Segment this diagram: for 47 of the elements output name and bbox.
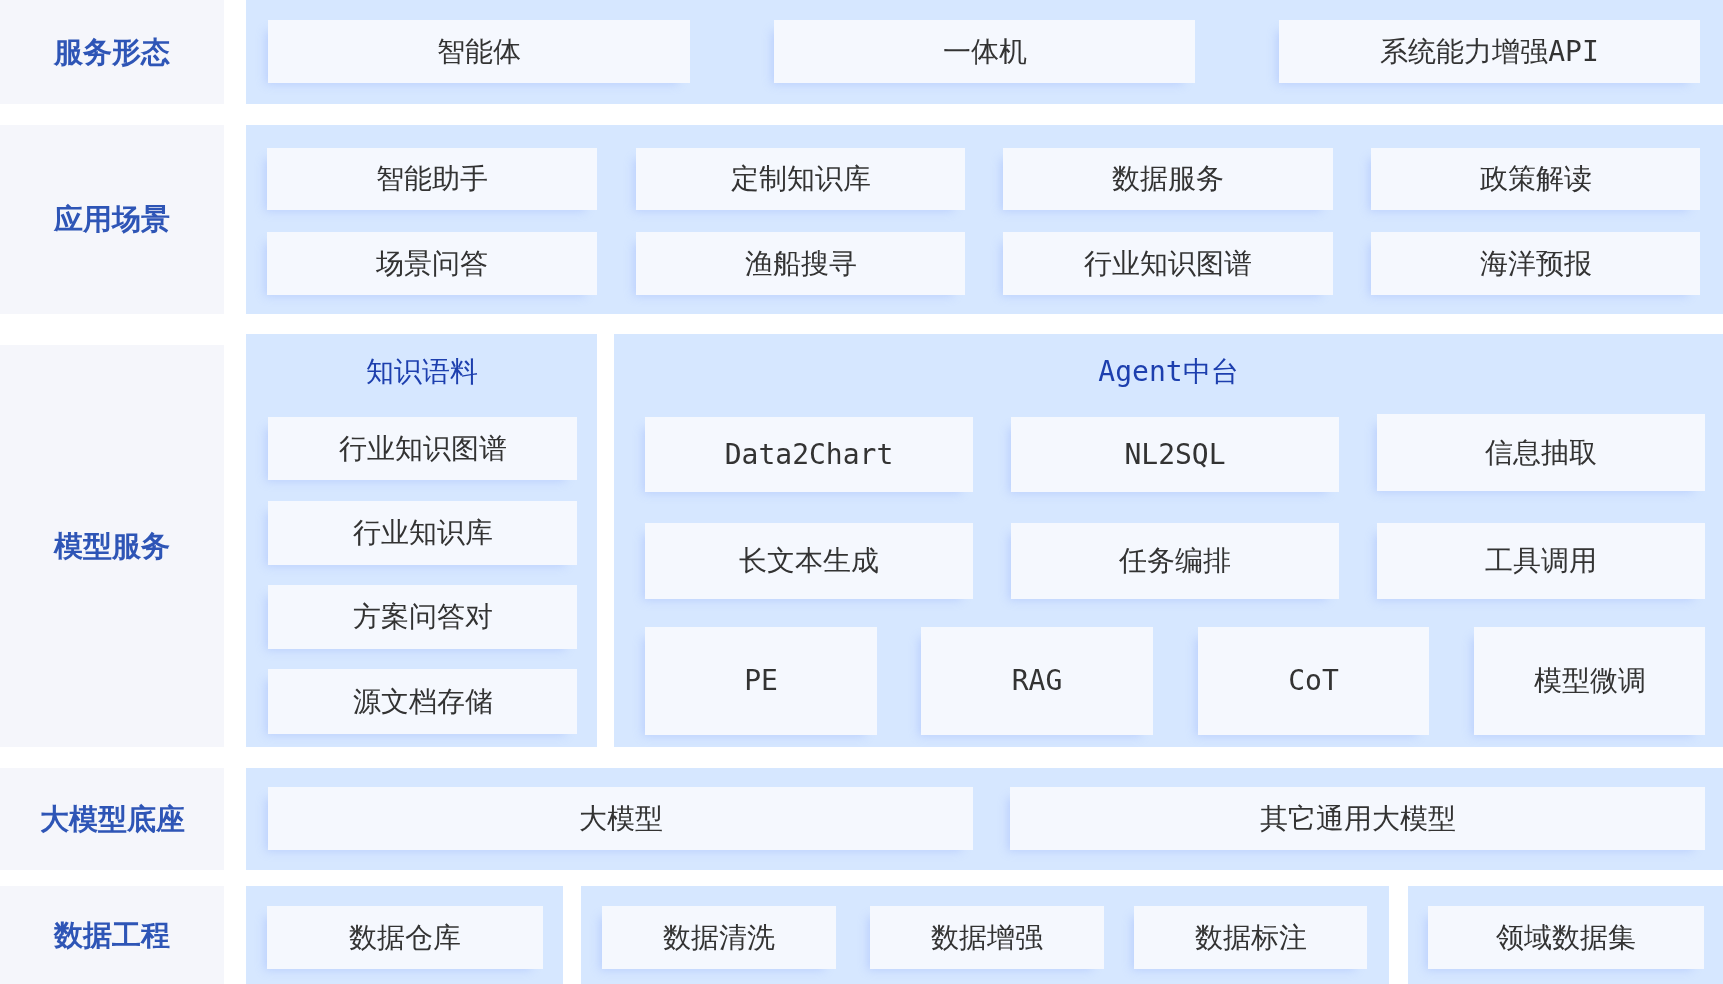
layer-label: 数据工程 [0,886,224,984]
item-tile: 工具调用 [1377,523,1705,599]
item-tile: Data2Chart [645,417,973,492]
item-tile: 领域数据集 [1428,906,1704,969]
item-tile: PE [645,627,877,735]
item-tile: 数据清洗 [602,906,836,969]
item-tile: 长文本生成 [645,523,973,599]
layer-label: 模型服务 [0,345,224,747]
item-tile: NL2SQL [1011,417,1339,492]
item-tile: 任务编排 [1011,523,1339,599]
layer-panel [246,0,1723,104]
item-tile: 数据服务 [1003,148,1333,210]
item-tile: 定制知识库 [636,148,965,210]
item-tile: 其它通用大模型 [1010,787,1705,850]
item-tile: 方案问答对 [268,585,577,649]
item-tile: 数据增强 [870,906,1104,969]
item-tile: 智能助手 [267,148,597,210]
layer-panel [246,886,563,984]
group-panel [614,334,1723,747]
layer-label: 大模型底座 [0,768,224,870]
item-tile: 渔船搜寻 [636,232,965,295]
layer-panel [1408,886,1723,984]
item-tile: CoT [1198,627,1429,735]
item-tile: 大模型 [268,787,973,850]
item-tile: 行业知识图谱 [1003,232,1333,295]
item-tile: 数据标注 [1134,906,1367,969]
item-tile: 场景问答 [267,232,597,295]
item-tile: 行业知识库 [268,501,577,565]
item-tile: 智能体 [268,20,690,83]
item-tile: 政策解读 [1371,148,1700,210]
item-tile: RAG [921,627,1153,735]
item-tile: 系统能力增强API [1279,20,1700,83]
item-tile: 行业知识图谱 [268,417,577,480]
layer-label: 应用场景 [0,125,224,314]
layer-label: 服务形态 [0,0,224,104]
panel-title: 知识语料 [365,355,478,389]
layer-panel [246,768,1723,870]
layer-panel [246,125,1723,314]
group-panel [246,334,597,747]
item-tile: 模型微调 [1474,627,1705,735]
item-tile: 海洋预报 [1371,232,1700,295]
layer-panel [581,886,1389,984]
item-tile: 信息抽取 [1377,414,1705,491]
item-tile: 数据仓库 [267,906,543,969]
item-tile: 一体机 [774,20,1195,83]
item-tile: 源文档存储 [268,669,577,734]
panel-title: Agent中台 [1098,355,1239,389]
